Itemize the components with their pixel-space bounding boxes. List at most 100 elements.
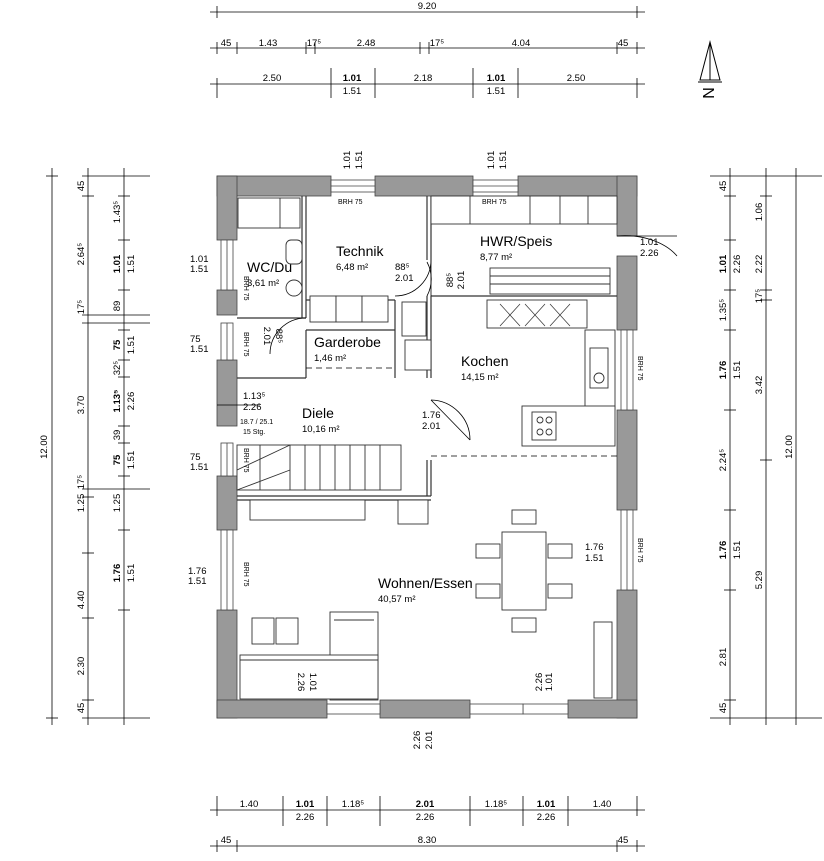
room-name-wc: WC/Du [247, 259, 292, 275]
north-label: N [701, 87, 718, 99]
brh-label: BRH 75 [338, 199, 363, 206]
dim-label: 1.43⁵ [112, 201, 123, 223]
brh-label: BRH 75 [242, 448, 249, 473]
opening-dim: 1.51 [498, 151, 509, 170]
dim-label: 1.51 [126, 451, 137, 470]
opening-dim: 1.51 [585, 553, 604, 564]
opening-dim: 75 [190, 452, 201, 463]
opening-dim: 2.01 [456, 271, 467, 290]
dim-label: 1.51 [487, 86, 506, 97]
north-arrow-icon [698, 40, 722, 83]
dim-label: 75 [112, 339, 123, 350]
opening-dim: 2.26 [640, 248, 659, 259]
dim-label: 89 [112, 301, 123, 312]
room-name-hwr: HWR/Speis [480, 233, 552, 249]
opening-dim: 88⁵ [445, 273, 456, 288]
chair [547, 583, 573, 599]
opening-dim: 2.26 [243, 402, 262, 413]
dim-label: 2.18 [414, 73, 433, 84]
dim-label: 1.01 [487, 73, 506, 84]
chair [511, 617, 537, 633]
washbasin [285, 279, 303, 297]
appliance [335, 295, 363, 323]
bottom-overall-dim: 8.30 [418, 835, 437, 846]
dim-label: 1.18⁵ [485, 799, 507, 810]
toilet [285, 239, 303, 265]
bottom-dimension-chains [210, 796, 645, 852]
opening-dim: 1.51 [190, 462, 209, 473]
dim-label: 17⁵ [76, 475, 87, 490]
top-dimension-chains [210, 6, 645, 98]
dim-label: 17⁵ [754, 289, 765, 304]
brh-label: BRH 75 [242, 562, 249, 587]
dim-label: 45 [618, 835, 629, 846]
dim-label: 5.29 [754, 571, 765, 590]
wardrobe [401, 301, 427, 337]
dim-label: 1.18⁵ [342, 799, 364, 810]
seat [397, 499, 429, 525]
dim-label: 1.01 [112, 254, 123, 273]
dim-label: 2.26 [296, 812, 315, 823]
dim-label: 2.26 [537, 812, 556, 823]
dim-label: 1.06 [754, 203, 765, 222]
chair [475, 583, 501, 599]
dim-label: 1.01 [718, 254, 729, 273]
dim-label: 1.43 [259, 38, 278, 49]
opening-dim: 1.01 [640, 237, 659, 248]
armchair [275, 617, 299, 645]
opening-dim: 1.76 [585, 542, 604, 553]
dim-label: 1.51 [126, 336, 137, 355]
sideboard [249, 499, 366, 521]
dim-label: 1.40 [593, 799, 612, 810]
room-area-wc: 3,61 m² [247, 278, 279, 289]
opening-dim: 1.51 [354, 151, 365, 170]
left-dim-labels: 12.00 45 2.64⁵ 17⁵ 3.70 17⁵ 1.25 4.40 2.… [39, 181, 137, 714]
dim-label: 2.48 [357, 38, 376, 49]
dining-table [501, 531, 547, 611]
dim-label: 3.42 [754, 376, 765, 395]
top-row2-labels: 2.50 1.01 1.51 2.18 1.01 1.51 2.50 [263, 73, 586, 97]
room-name-wohnen: Wohnen/Essen [378, 575, 473, 591]
kitchen-cabinets [486, 299, 588, 329]
cooktop [531, 411, 557, 441]
dim-label: 2.26 [732, 255, 743, 274]
left-overall-dim: 12.00 [39, 435, 50, 459]
room-name-kochen: Kochen [461, 353, 508, 369]
brh-label: BRH 75 [242, 332, 249, 357]
dim-label: 1.13⁵ [112, 390, 123, 413]
hwr-cabinets [430, 195, 618, 225]
dim-label: 4.40 [76, 591, 87, 610]
staircase [236, 444, 402, 491]
dim-label: 45 [221, 835, 232, 846]
opening-dim: 1.51 [190, 264, 209, 275]
dim-label: 1.40 [240, 799, 259, 810]
exterior-walls [216, 175, 638, 719]
dim-label: 1.51 [343, 86, 362, 97]
bench [404, 339, 432, 371]
brh-label: BRH 75 [242, 276, 249, 301]
dim-label: 3.70 [76, 396, 87, 415]
opening-dim: 75 [190, 334, 201, 345]
dim-label: 75 [112, 454, 123, 465]
chair [511, 509, 537, 525]
chair [547, 543, 573, 559]
dim-label: 1.25 [76, 494, 87, 513]
room-name-technik: Technik [336, 243, 384, 259]
dim-label: 1.76 [718, 541, 729, 560]
furniture [236, 195, 618, 701]
dim-label: 45 [718, 181, 729, 192]
opening-dim: 2.26 [534, 673, 545, 692]
dim-label: 32⁵ [112, 361, 123, 376]
dim-label: 17⁵ [430, 38, 445, 49]
chair [475, 543, 501, 559]
dim-label: 2.24⁵ [718, 449, 729, 471]
opening-dim: 2.01 [395, 273, 414, 284]
right-overall-dim: 12.00 [784, 435, 795, 459]
dim-label: 4.04 [512, 38, 531, 49]
dim-label: 2.30 [76, 657, 87, 676]
opening-dim: 1.13⁵ [243, 391, 265, 402]
dim-label: 2.64⁵ [76, 243, 87, 265]
opening-dim: 2.01 [424, 731, 435, 750]
dim-label: 1.51 [126, 255, 137, 274]
room-name-garderobe: Garderobe [314, 334, 381, 350]
